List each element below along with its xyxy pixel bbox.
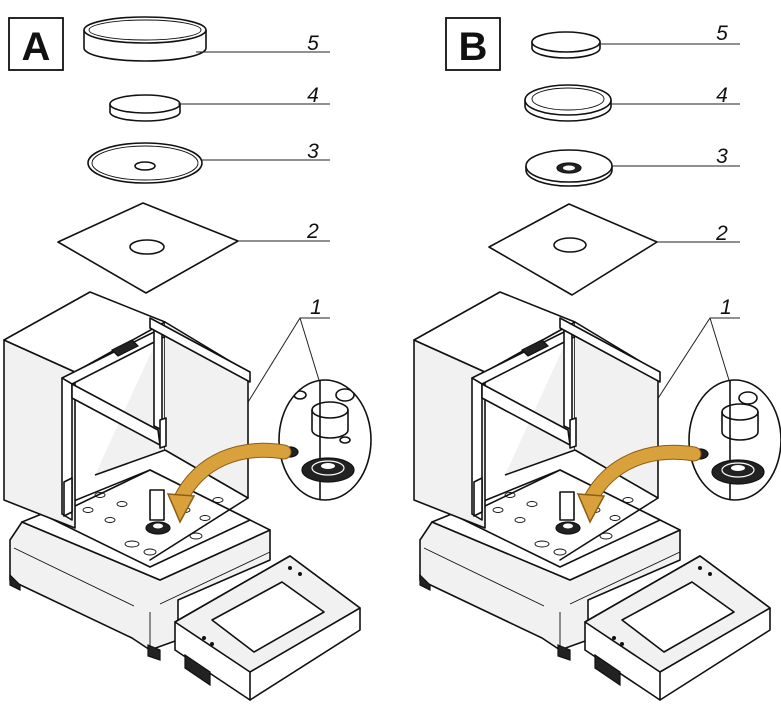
part-label-1-a: 1 — [310, 296, 322, 319]
pointer-arrow-a — [166, 442, 292, 524]
part-4-pan — [109, 94, 181, 122]
part-label-1-b: 1 — [720, 296, 732, 319]
part-2-plate-b — [488, 203, 658, 296]
part-3-disc — [87, 142, 203, 184]
part-4-ring — [524, 84, 612, 122]
detail-bubble-b — [688, 379, 781, 501]
part-label-3-a: 3 — [307, 140, 319, 163]
panel-b-label: B — [459, 25, 488, 69]
panel-b: B — [413, 17, 781, 701]
detail-bubble-a — [278, 379, 372, 501]
panel-a-label-box — [8, 17, 64, 71]
balance-b — [413, 291, 771, 701]
pointer-arrow-b — [576, 444, 702, 524]
part-label-4-a: 4 — [307, 84, 319, 107]
panel-a: A — [3, 16, 372, 701]
part-2-plate — [57, 202, 239, 294]
part-label-2-b: 2 — [715, 222, 728, 245]
part-5-ring — [83, 16, 207, 62]
part-label-2-a: 2 — [306, 220, 319, 243]
part-5-pan — [531, 31, 601, 59]
part-label-5-b: 5 — [716, 22, 728, 45]
panel-b-label-box — [445, 17, 501, 71]
part-label-4-b: 4 — [716, 84, 728, 107]
panel-a-label: A — [22, 25, 51, 69]
balance-a — [3, 291, 361, 701]
part-3-disc-b — [525, 149, 613, 187]
part-label-5-a: 5 — [307, 32, 319, 55]
part-label-3-b: 3 — [716, 145, 728, 168]
